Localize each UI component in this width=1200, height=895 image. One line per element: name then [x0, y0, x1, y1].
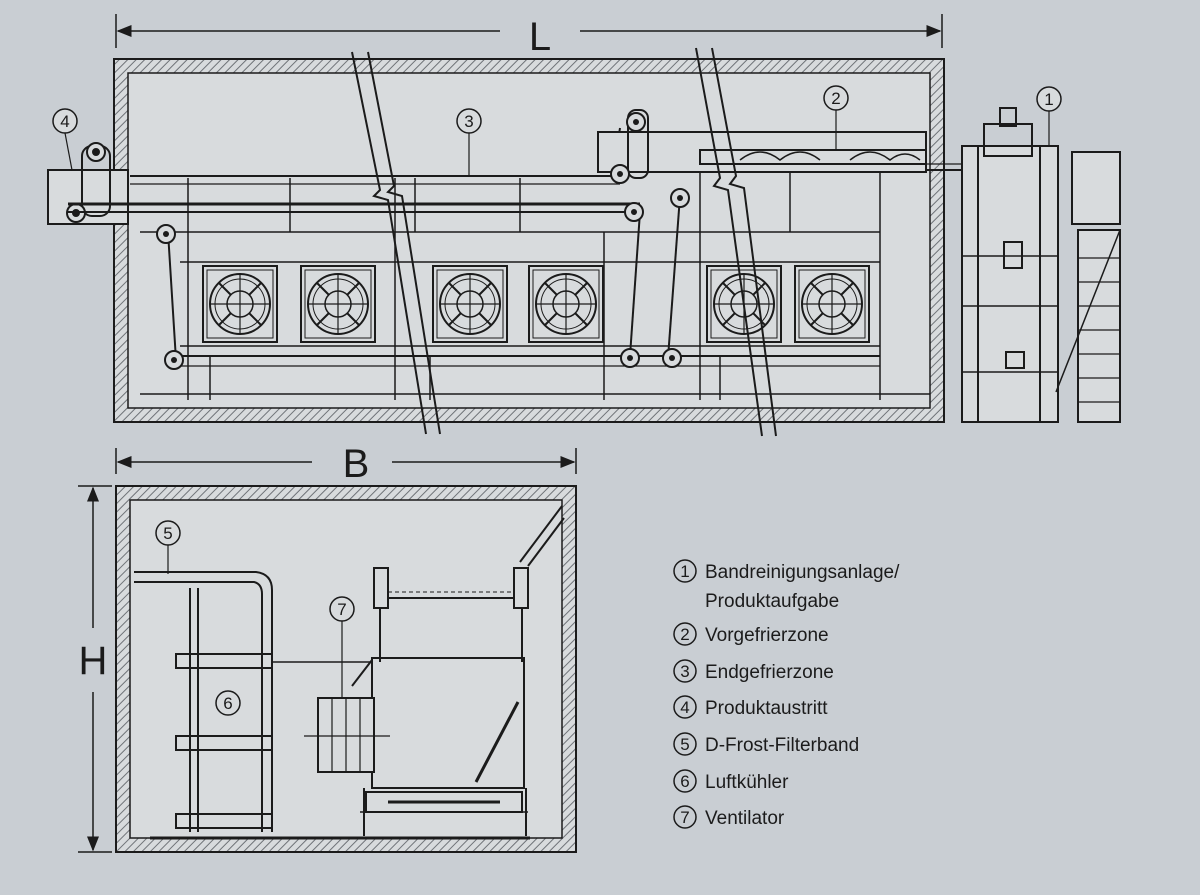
- length-dimension: L: [115, 14, 943, 59]
- callout-3: 3: [456, 108, 482, 176]
- svg-text:7: 7: [680, 808, 689, 827]
- freezer-housing: [113, 58, 945, 423]
- legend-item-2: 2 Vorgefrierzone: [673, 622, 829, 646]
- callout-2: 2: [823, 85, 849, 150]
- legend-item-7: 7 Ventilator: [673, 805, 785, 829]
- cooling-fans: [180, 261, 880, 347]
- width-label: B: [343, 442, 370, 486]
- length-label: L: [529, 15, 551, 59]
- svg-text:Vorgefrierzone: Vorgefrierzone: [705, 625, 829, 646]
- callout-6: 6: [215, 690, 241, 716]
- svg-text:Produktaustritt: Produktaustritt: [705, 698, 828, 719]
- svg-text:3: 3: [464, 112, 473, 131]
- svg-text:Luftkühler: Luftkühler: [705, 772, 789, 793]
- svg-text:5: 5: [680, 735, 689, 754]
- svg-text:4: 4: [60, 112, 69, 131]
- svg-text:2: 2: [680, 625, 689, 644]
- callout-7: 7: [329, 596, 355, 698]
- legend-item-5: 5 D-Frost-Filterband: [673, 732, 859, 756]
- prefreeze-zone: [597, 109, 927, 179]
- svg-text:Endgefrierzone: Endgefrierzone: [705, 662, 834, 683]
- callout-4: 4: [52, 108, 78, 171]
- svg-text:Produktaufgabe: Produktaufgabe: [705, 591, 839, 612]
- svg-text:6: 6: [223, 694, 232, 713]
- air-cooler-frame: [134, 571, 530, 840]
- legend-item-3: 3 Endgefrierzone: [673, 659, 834, 683]
- svg-text:Bandreinigungsanlage/: Bandreinigungsanlage/: [705, 562, 900, 583]
- svg-text:Ventilator: Ventilator: [705, 808, 785, 829]
- height-label: H: [79, 639, 108, 683]
- height-dimension: H: [78, 485, 112, 853]
- svg-text:4: 4: [680, 698, 689, 717]
- svg-text:5: 5: [163, 524, 172, 543]
- product-outlet: [47, 142, 129, 225]
- svg-text:2: 2: [831, 89, 840, 108]
- svg-text:1: 1: [680, 562, 689, 581]
- svg-text:6: 6: [680, 772, 689, 791]
- svg-text:D-Frost-Filterband: D-Frost-Filterband: [705, 735, 859, 756]
- callout-5: 5: [155, 520, 181, 574]
- legend-item-6: 6 Luftkühler: [673, 769, 789, 793]
- svg-text:1: 1: [1044, 90, 1053, 109]
- width-dimension: B: [115, 442, 577, 486]
- legend: 1 Bandreinigungsanlage/ Produktaufgabe 2…: [673, 559, 900, 829]
- belt-cleaning-unit: [961, 107, 1121, 423]
- ventilator-unit: [304, 657, 528, 836]
- svg-text:3: 3: [680, 662, 689, 681]
- upper-duct: [373, 505, 565, 662]
- legend-item-1: 1 Bandreinigungsanlage/ Produktaufgabe: [673, 559, 900, 612]
- callout-1: 1: [1036, 86, 1062, 146]
- support-frame: [187, 140, 881, 400]
- break-lines: [351, 47, 777, 437]
- svg-text:7: 7: [337, 600, 346, 619]
- legend-item-4: 4 Produktaustritt: [673, 695, 828, 719]
